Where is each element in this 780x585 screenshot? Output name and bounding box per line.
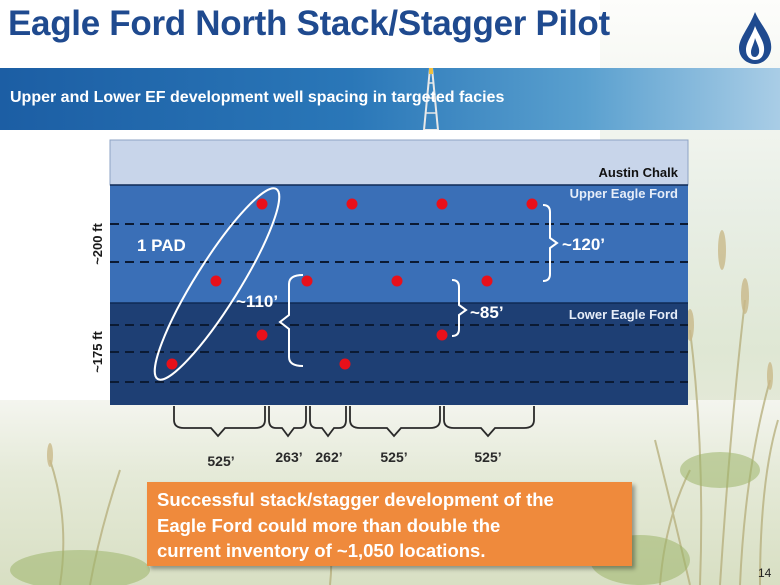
horizontal-spacing-label: 525’: [474, 449, 501, 465]
horizontal-spacing-brace: [173, 406, 266, 438]
upper-spacing-label: ~120’: [562, 235, 605, 254]
pad-label: 1 PAD: [137, 236, 186, 255]
well-marker: [436, 198, 448, 210]
pad-ellipse: [153, 187, 281, 381]
page-title: Eagle Ford North Stack/Stagger Pilot: [8, 4, 610, 43]
well-marker: [481, 275, 493, 287]
horizontal-spacing-label: 525’: [207, 453, 234, 469]
horizontal-spacing-brace: [309, 406, 347, 438]
callout-line: Eagle Ford could more than double the: [157, 514, 501, 536]
well-marker: [256, 198, 268, 210]
horizontal-spacing-label: 525’: [380, 449, 407, 465]
upper-spacing-bracket: [542, 204, 559, 282]
stagger-spacing-bracket: [278, 274, 304, 367]
austin-chalk-label: Austin Chalk: [599, 165, 679, 180]
well-marker: [346, 198, 358, 210]
lower-thickness-label: ~175 ft: [90, 331, 105, 373]
upper-eagle-ford-label: Upper Eagle Ford: [570, 186, 678, 201]
lower-eagle-ford-label: Lower Eagle Ford: [569, 307, 678, 322]
lower-spacing-bracket: [451, 279, 468, 337]
well-marker: [436, 329, 448, 341]
callout-line: current inventory of ~1,050 locations.: [157, 540, 486, 561]
well-marker: [339, 358, 351, 370]
callout-line: Successful stack/stagger development of …: [157, 489, 554, 510]
horizontal-spacing-label: 263’: [275, 449, 302, 465]
well-marker: [210, 275, 222, 287]
drilling-rig-icon: [422, 68, 440, 130]
well-marker: [301, 275, 313, 287]
well-marker: [256, 329, 268, 341]
horizontal-spacing-brace: [268, 406, 307, 438]
flame-logo-icon: [739, 12, 772, 64]
horizontal-spacing-label: 262’: [315, 449, 342, 465]
lower-eagle-ford-layer: [110, 303, 688, 405]
lower-spacing-label: ~85’: [470, 303, 504, 322]
upper-thickness-label: ~200 ft: [90, 223, 105, 265]
well-marker: [166, 358, 178, 370]
horizontal-spacing-brace: [349, 406, 441, 438]
stagger-spacing-label: ~110’: [236, 292, 278, 311]
page-number: 14: [758, 566, 772, 580]
well-marker: [526, 198, 538, 210]
subtitle-banner: [0, 68, 780, 130]
callout-box: Successful stack/stagger development of …: [147, 482, 632, 566]
callout-text: Successful stack/stagger development of …: [157, 487, 627, 564]
page-subtitle: Upper and Lower EF development well spac…: [10, 89, 505, 106]
well-marker: [391, 275, 403, 287]
horizontal-spacing-brace: [443, 406, 535, 438]
